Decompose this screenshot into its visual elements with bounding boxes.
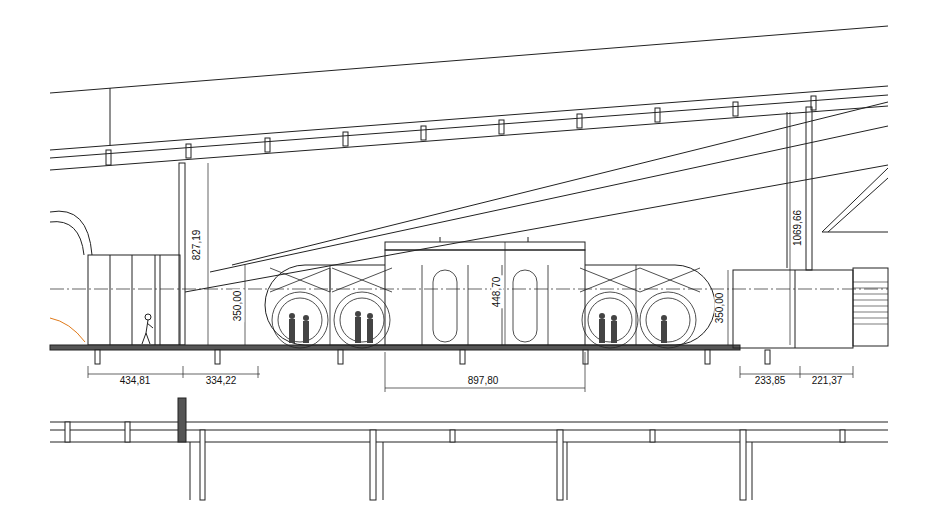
dimension-label: 350,00 [232, 290, 244, 323]
dimension-label: 434,81 [119, 375, 152, 387]
dimension-label: 897,80 [467, 375, 500, 387]
dimension-label: 221,37 [811, 375, 844, 387]
dimension-label: 350,00 [714, 292, 726, 325]
dimension-label: 827,19 [191, 229, 203, 262]
dimension-label: 233,85 [754, 375, 787, 387]
dimension-label: 334,22 [205, 375, 238, 387]
dimension-label: 1069,66 [792, 209, 804, 247]
dimension-label: 448,70 [491, 276, 503, 309]
